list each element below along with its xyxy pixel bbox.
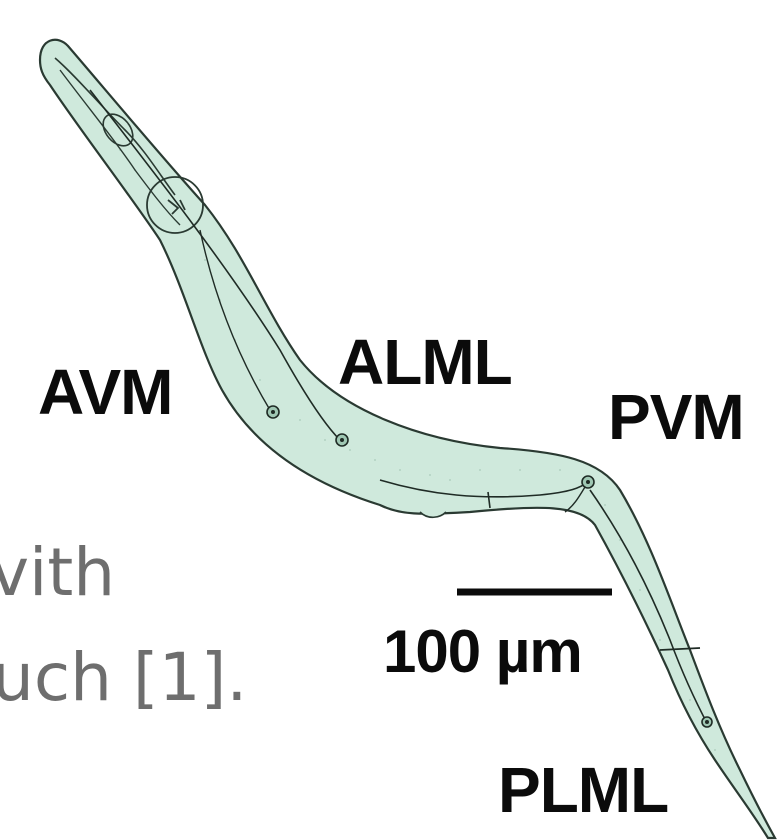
scale-bar-label: 100 µm bbox=[383, 622, 582, 682]
avm-cell-body bbox=[267, 406, 279, 418]
plml-cell-body bbox=[702, 717, 712, 727]
label-pvm: PVM bbox=[608, 385, 744, 449]
label-avm: AVM bbox=[38, 360, 172, 424]
vulva-bump bbox=[420, 512, 446, 517]
alml-cell-body bbox=[336, 434, 348, 446]
label-alml: ALML bbox=[338, 330, 512, 394]
label-plml: PLML bbox=[498, 758, 668, 822]
pvm-cell-body bbox=[582, 476, 594, 488]
